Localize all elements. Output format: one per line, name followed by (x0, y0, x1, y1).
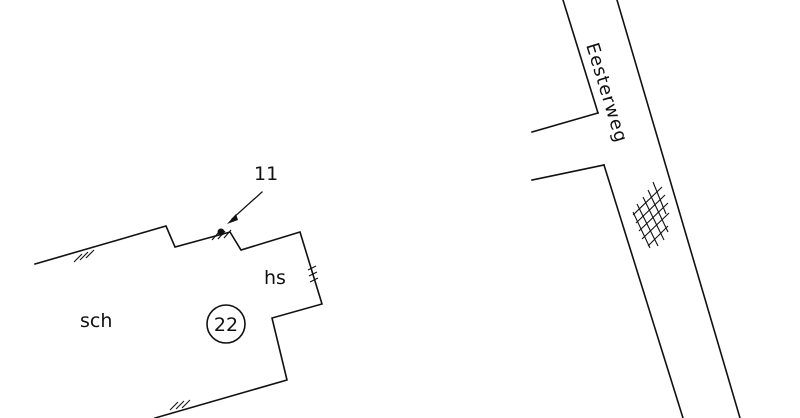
building-use-label: sch (80, 310, 112, 332)
street-left-edge-upper (562, 0, 600, 115)
survey-point (217, 191, 263, 236)
survey-point-arrowhead (227, 214, 238, 224)
street-right-edge (616, 0, 741, 418)
house-number-label: 22 (214, 314, 238, 336)
side-road-lower-edge (531, 164, 605, 181)
point-number-label: 11 (254, 163, 278, 185)
annex-use-label: hs (264, 267, 286, 289)
wall-hatch-right (307, 265, 319, 283)
crosshatch-mark (632, 181, 670, 249)
wall-hatch-bottom (169, 399, 191, 411)
street-eesterweg (531, 0, 741, 418)
building-top-wall (34, 225, 324, 418)
house-number-circle (206, 304, 246, 344)
survey-point-dot (217, 228, 225, 236)
survey-point-arrow-line (231, 191, 263, 220)
street-name-label: Eesterweg (581, 40, 631, 145)
wall-hatch-left (73, 249, 95, 263)
side-road-upper-edge (531, 112, 599, 133)
street-left-edge-lower (602, 163, 684, 418)
building-outline (34, 225, 324, 418)
